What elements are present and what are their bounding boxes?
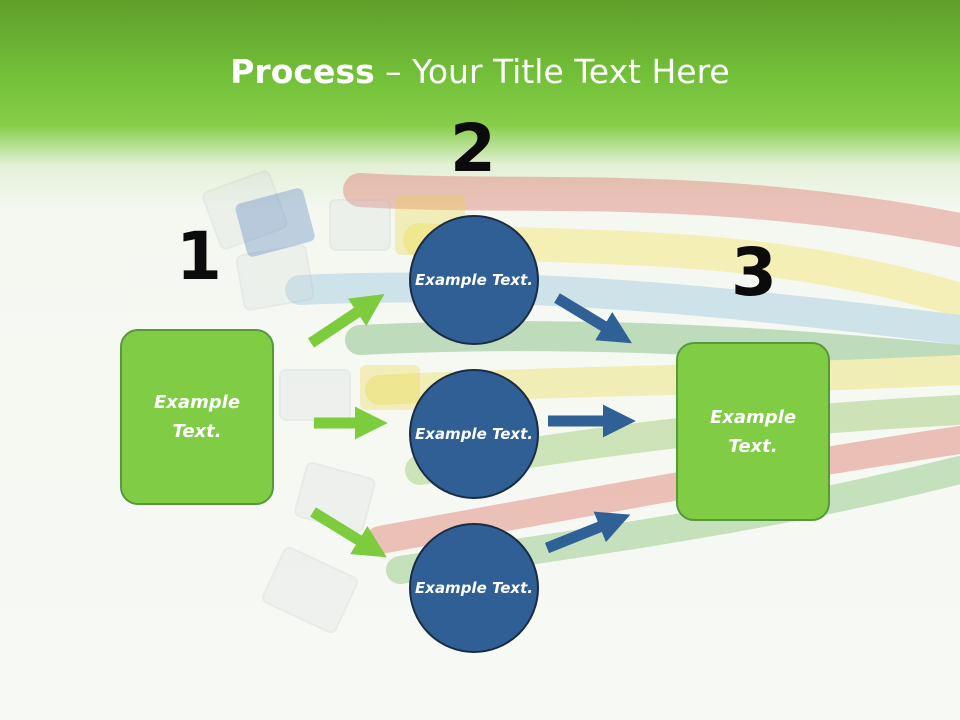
arrow-left-to-bottom	[310, 507, 387, 558]
process-box-right: Example Text.	[676, 342, 830, 521]
arrow-bottom-to-right	[544, 511, 631, 554]
process-box-left-label: Example Text.	[153, 392, 241, 442]
process-circle-middle-label: Example Text.	[415, 424, 533, 443]
process-circle-bottom-label: Example Text.	[415, 578, 533, 597]
process-circle-top-label: Example Text.	[415, 270, 533, 289]
process-box-right-label: Example Text.	[709, 406, 797, 457]
process-circle-middle: Example Text.	[409, 369, 539, 499]
slide-title: Process – Your Title Text Here	[0, 52, 960, 91]
step-number-2: 2	[450, 110, 496, 187]
process-box-left: Example Text.	[120, 329, 274, 505]
process-circle-bottom: Example Text.	[409, 523, 539, 653]
process-circle-top: Example Text.	[409, 215, 539, 345]
step-number-1: 1	[176, 218, 222, 295]
step-number-3: 3	[731, 234, 777, 311]
title-bold: Process	[230, 52, 375, 91]
arrow-top-to-right	[554, 293, 632, 344]
title-rest: – Your Title Text Here	[374, 52, 730, 91]
arrow-left-to-top	[307, 294, 385, 348]
